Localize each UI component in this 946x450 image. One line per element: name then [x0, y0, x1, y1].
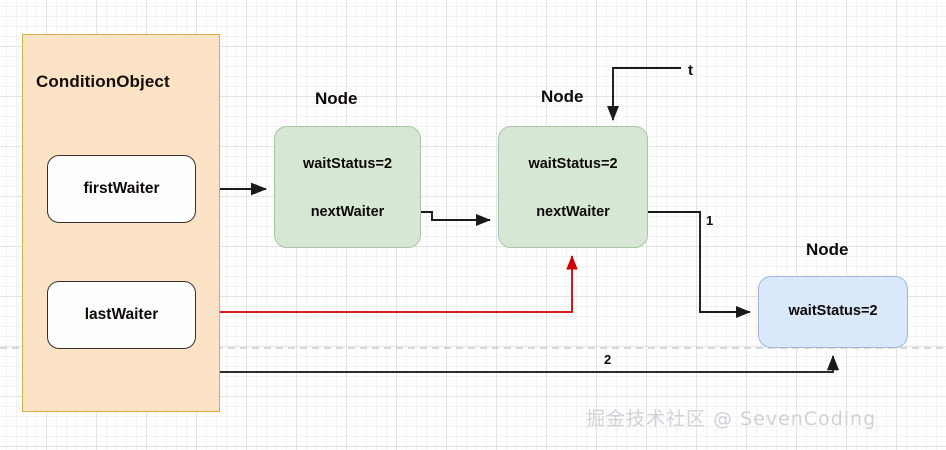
condition-object-title: ConditionObject	[36, 72, 170, 91]
watermark-text: 掘金技术社区 @ SevenCoding	[586, 408, 877, 430]
node-2-next-waiter: nextWaiter	[536, 204, 610, 220]
edge-t-to-node2	[606, 67, 681, 121]
field-box-first-waiter[interactable]: firstWaiter	[47, 155, 196, 223]
node-caption-3: Node	[806, 240, 849, 259]
node-2-wait-status: waitStatus=2	[528, 156, 618, 172]
edge-label-one: 1	[706, 213, 714, 228]
edge-lastwaiter-to-node2-red	[196, 255, 578, 313]
node-3-wait-status: waitStatus=2	[788, 303, 878, 319]
field-label-first-waiter: firstWaiter	[83, 180, 160, 197]
edge-lastwaiter-to-node3	[121, 349, 840, 373]
node-caption-1: Node	[315, 89, 358, 108]
node-box-3[interactable]: waitStatus=2	[758, 276, 908, 348]
field-box-last-waiter[interactable]: lastWaiter	[47, 281, 196, 349]
field-label-last-waiter: lastWaiter	[84, 306, 159, 323]
node-box-1[interactable]: waitStatus=2 nextWaiter	[274, 126, 421, 248]
edge-label-t: t	[688, 62, 693, 79]
node-1-wait-status: waitStatus=2	[302, 156, 393, 172]
node-box-2[interactable]: waitStatus=2 nextWaiter	[498, 126, 648, 248]
edge-label-two: 2	[604, 352, 612, 367]
node-1-next-waiter: nextWaiter	[310, 204, 385, 220]
condition-object-container	[22, 34, 220, 412]
node-caption-2: Node	[541, 87, 584, 106]
